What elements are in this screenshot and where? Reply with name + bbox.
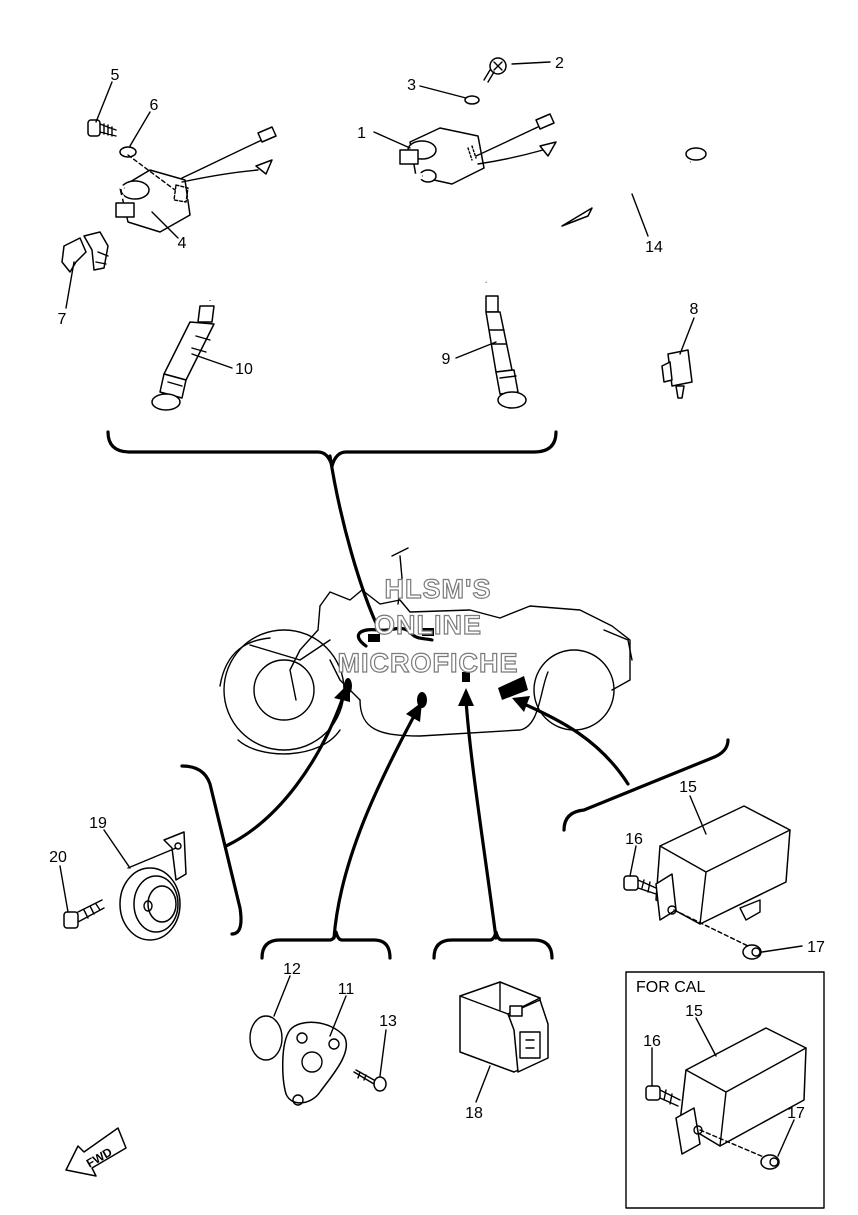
sensor-plate bbox=[281, 1021, 347, 1106]
callout-7: 7 bbox=[58, 311, 67, 328]
arrow-sensor bbox=[332, 714, 416, 940]
callout-4: 4 bbox=[178, 235, 187, 252]
variant-box bbox=[625, 971, 825, 1209]
callout-5: 5 bbox=[111, 67, 120, 84]
o-ring bbox=[249, 1015, 283, 1061]
regulator-bolt bbox=[623, 875, 657, 895]
relay bbox=[459, 981, 549, 1073]
group-bracket-regulator bbox=[562, 738, 730, 832]
horn bbox=[119, 831, 187, 941]
leader-lines bbox=[59, 61, 803, 1157]
variant-box-label: FOR CAL bbox=[636, 979, 705, 996]
wire-clamp bbox=[661, 349, 693, 399]
arrow-relay bbox=[464, 698, 498, 940]
washer-left bbox=[119, 146, 137, 158]
voltage-regulator bbox=[655, 805, 791, 925]
fwd-badge: FWD bbox=[65, 1127, 127, 1177]
watermark-line-1: HLSM'S bbox=[385, 574, 492, 604]
callout-20: 20 bbox=[49, 849, 67, 866]
callout-17-cal: 17 bbox=[787, 1105, 805, 1122]
watermark-line-3: MICROFICHE bbox=[338, 648, 519, 678]
sensor-screw bbox=[353, 1069, 387, 1092]
regulator-collar-cal bbox=[760, 1154, 780, 1170]
callout-18: 18 bbox=[465, 1105, 483, 1122]
coil-clip bbox=[61, 231, 109, 273]
horn-bolt bbox=[63, 899, 105, 929]
washer-right bbox=[464, 95, 480, 105]
group-bracket-relay bbox=[432, 930, 554, 960]
relay-location-mark bbox=[462, 672, 470, 682]
arrow-regulator bbox=[522, 702, 630, 786]
callout-16: 16 bbox=[625, 831, 643, 848]
callout-12: 12 bbox=[283, 961, 301, 978]
spark-plug-cap-left bbox=[151, 305, 215, 411]
group-bracket-sensor bbox=[260, 930, 392, 960]
callout-3: 3 bbox=[407, 77, 416, 94]
callout-6: 6 bbox=[150, 97, 159, 114]
bolt-left-coil bbox=[87, 119, 117, 137]
group-bracket-horn bbox=[180, 764, 243, 936]
voltage-regulator-cal bbox=[675, 1027, 807, 1155]
spark-plug-cap-right bbox=[485, 295, 527, 409]
motorcycle-silhouette bbox=[219, 547, 633, 755]
callout-numbers: 1 2 3 4 5 6 7 8 9 10 11 12 13 14 15 15 1… bbox=[49, 55, 825, 1122]
bike-harness bbox=[356, 626, 434, 648]
callout-9: 9 bbox=[442, 351, 451, 368]
regulator-location-mark bbox=[498, 676, 528, 700]
callout-13: 13 bbox=[379, 1013, 397, 1030]
callout-10: 10 bbox=[235, 361, 253, 378]
screw-right-coil bbox=[483, 57, 507, 83]
regulator-collar bbox=[742, 944, 762, 960]
watermark-line-2: ONLINE bbox=[374, 610, 482, 640]
arrow-horn bbox=[224, 698, 344, 848]
callout-11: 11 bbox=[338, 981, 355, 998]
callout-17: 17 bbox=[807, 939, 825, 956]
ignition-coil-left bbox=[39, 126, 277, 301]
callout-8: 8 bbox=[690, 301, 699, 318]
bike-coil-mark-left bbox=[368, 634, 380, 642]
callout-16-cal: 16 bbox=[643, 1033, 661, 1050]
bike-coil-mark-right bbox=[422, 628, 434, 636]
callout-15: 15 bbox=[679, 779, 697, 796]
callout-19: 19 bbox=[89, 815, 107, 832]
ground-lead bbox=[561, 147, 707, 227]
watermark: HLSM'S ONLINE MICROFICHE bbox=[337, 573, 519, 678]
callout-2: 2 bbox=[555, 55, 564, 72]
callout-1: 1 bbox=[357, 125, 366, 142]
callout-15-cal: 15 bbox=[685, 1003, 703, 1020]
ignition-coil-right bbox=[361, 113, 557, 284]
callout-14: 14 bbox=[645, 239, 663, 256]
regulator-bolt-cal bbox=[645, 1085, 681, 1107]
